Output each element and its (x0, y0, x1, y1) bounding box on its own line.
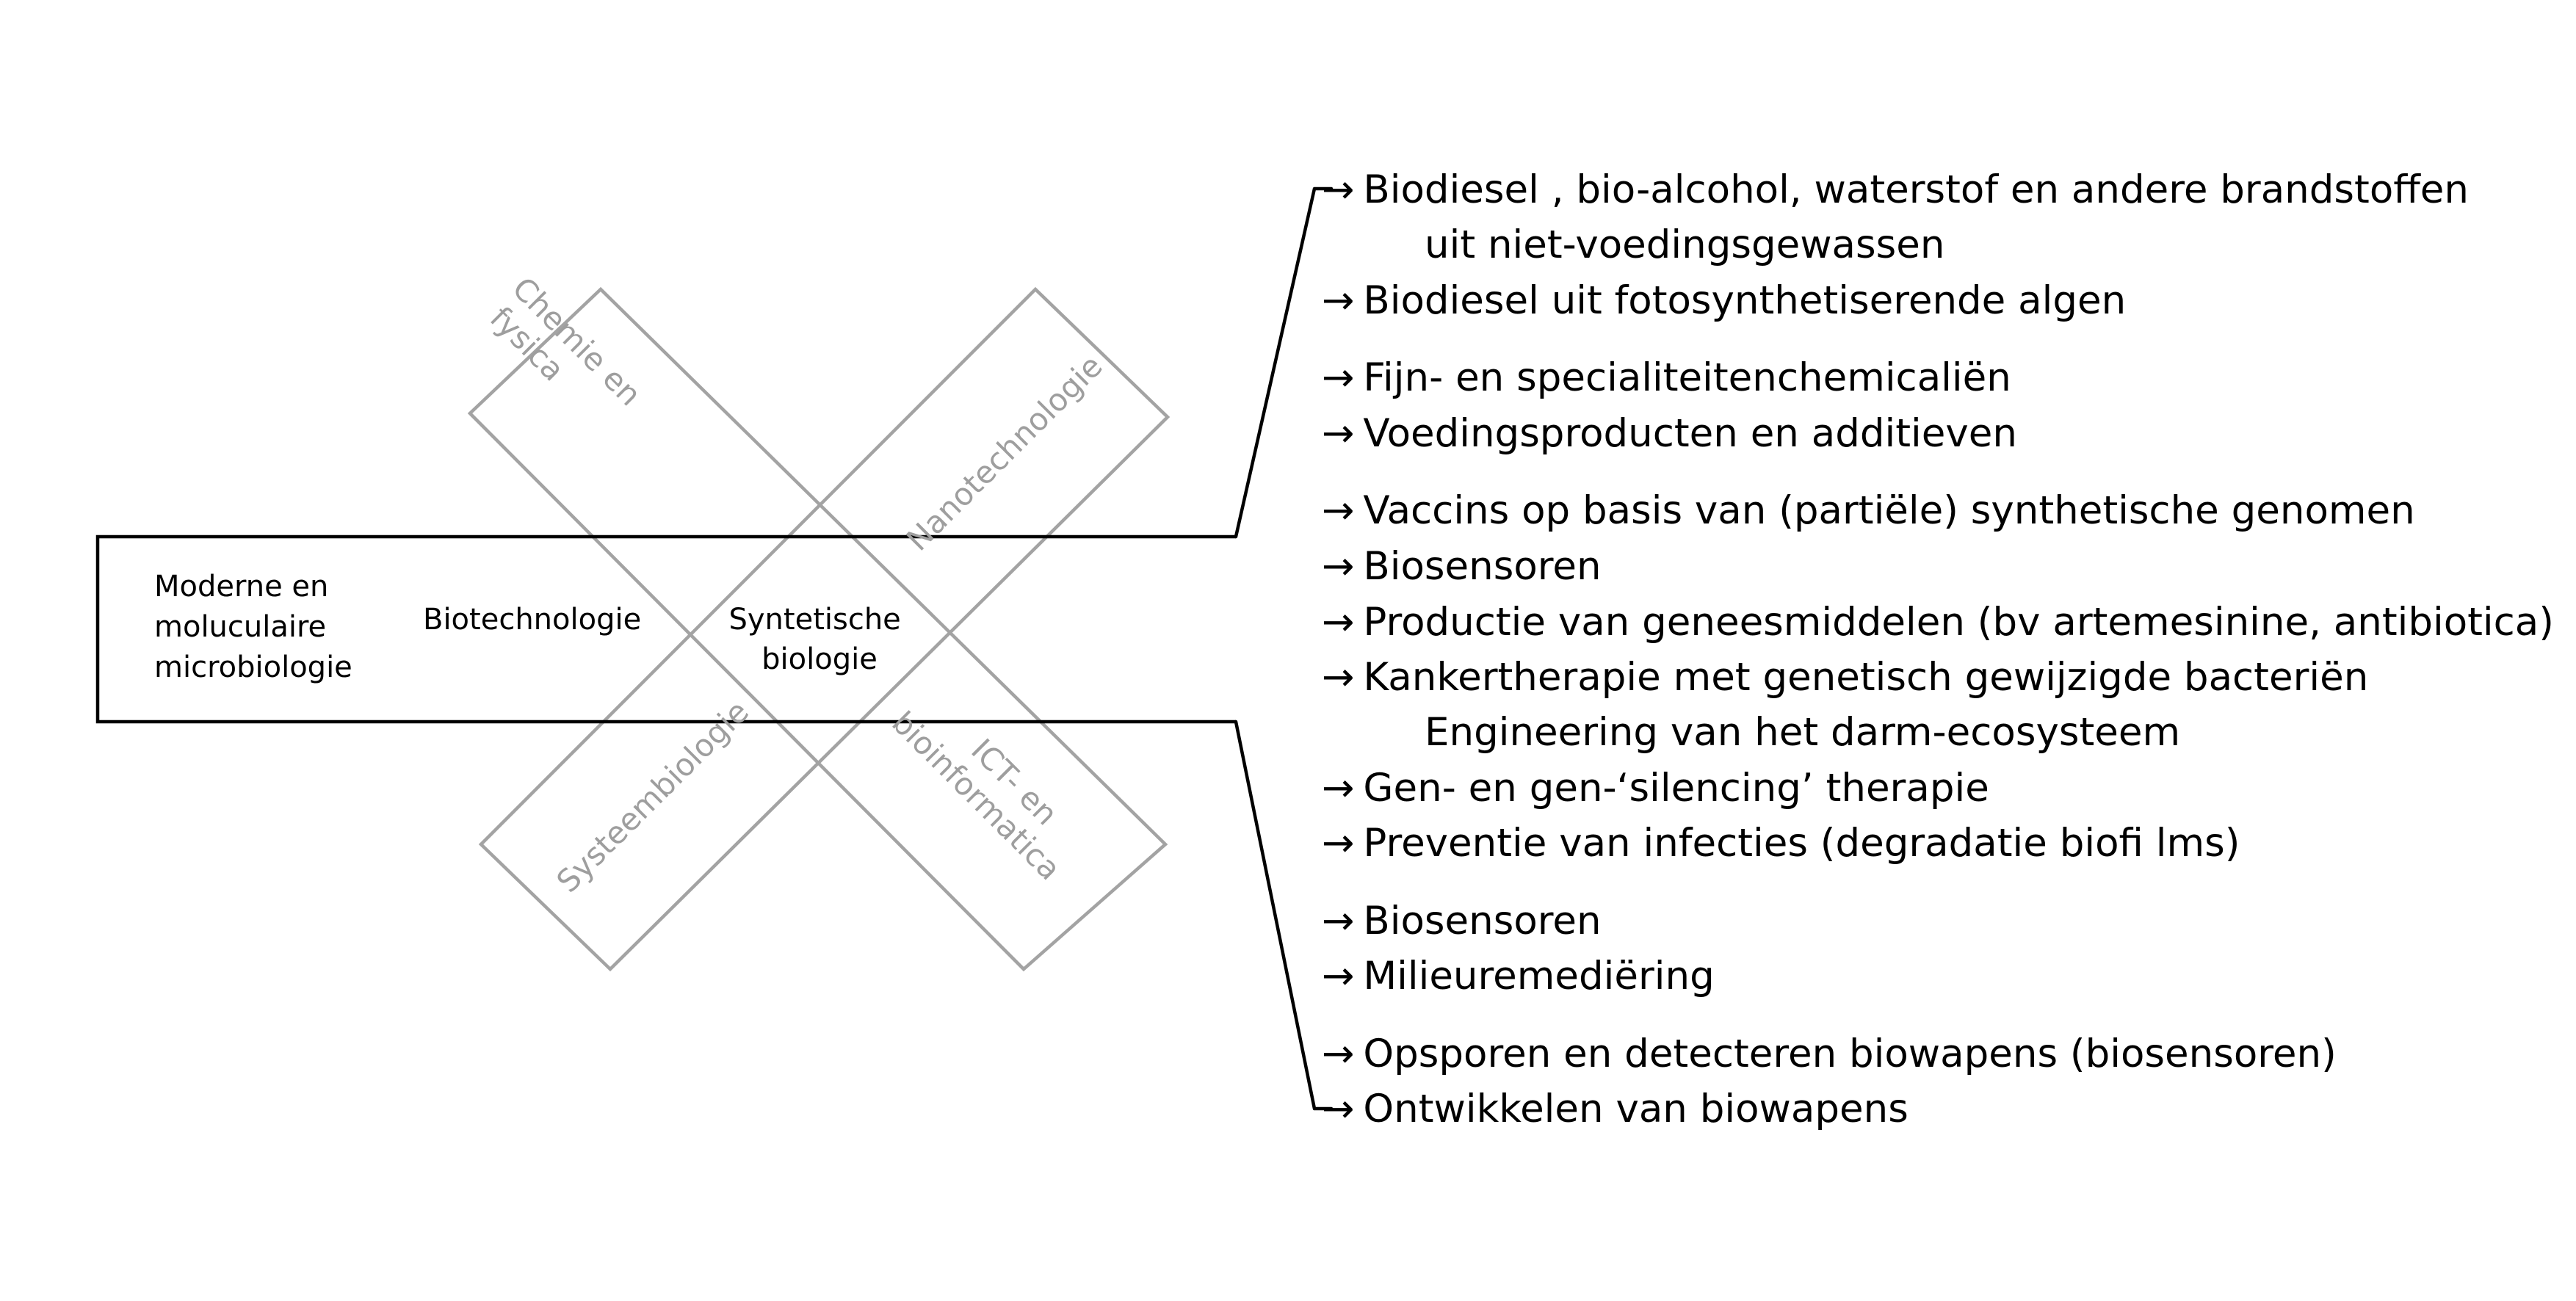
list-item-text: Biodiesel , bio-alcohol, waterstof en an… (1363, 167, 2469, 212)
list-item-text: Preventie van infecties (degradatie biof… (1363, 821, 2240, 866)
list-item-continuation: uit niet-voedingsgewassen (1425, 222, 1944, 267)
list-item: →Biosensoren (1322, 544, 1602, 589)
list-item: →Preventie van infecties (degradatie bio… (1322, 821, 2240, 866)
list-arrow: → (1322, 355, 1354, 400)
list-item: →Gen- en gen-‘silencing’ therapie (1322, 766, 1989, 811)
bar-chemie-en-fysica (467, 286, 1168, 972)
list-item: →Milieuremediëring (1322, 954, 1715, 999)
band-label-synthetische-biologie-line-2: biologie (761, 642, 878, 676)
list-item-text: Opsporen en detecteren biowapens (biosen… (1363, 1032, 2336, 1076)
list-arrow: → (1322, 544, 1354, 589)
svg-text:ICT- en bioinformatica: ICT- en bioinformatica (885, 678, 1093, 887)
list-item: →Fijn- en specialiteitenchemicaliën (1322, 355, 2011, 400)
list-item-text: Voedingsproducten en additieven (1363, 411, 2017, 456)
band-label-microbiologie: Moderne en moluculaire microbiologie (154, 570, 352, 684)
band-label-synthetische-biologie: Syntetische biologie (728, 603, 910, 676)
list-item-text: Biodiesel uit fotosynthetiserende algen (1363, 278, 2126, 323)
list-arrow: → (1322, 655, 1354, 700)
list-arrow: → (1322, 167, 1354, 212)
list-item-text: Productie van geneesmiddelen (bv artemes… (1363, 600, 2554, 645)
list-item-text: Biosensoren (1363, 544, 1601, 589)
band-label-microbiologie-line-2: moluculaire (154, 610, 326, 644)
list-arrow: → (1322, 821, 1354, 866)
label-nanotechnologie: Nanotechnologie (900, 348, 1110, 558)
bracket-lower (1234, 720, 1334, 1111)
list-item: →Kankertherapie met genetisch gewijzigde… (1322, 655, 2368, 700)
list-item: →Opsporen en detecteren biowapens (biose… (1322, 1032, 2337, 1076)
list-item: →Productie van geneesmiddelen (bv arteme… (1322, 600, 2554, 645)
list-item-continuation: Engineering van het darm-ecosysteem (1425, 710, 2180, 755)
list-item-text: Biosensoren (1363, 899, 1601, 943)
bracket-upper (1234, 186, 1334, 539)
list-item: →Ontwikkelen van biowapens (1322, 1087, 1909, 1131)
list-arrow: → (1322, 899, 1354, 943)
band-label-microbiologie-line-1: Moderne en (154, 570, 328, 604)
list-item-text: Kankertherapie met genetisch gewijzigde … (1363, 655, 2368, 700)
list-arrow: → (1322, 1087, 1354, 1131)
bar-nanotechnologie (478, 286, 1171, 972)
list-item-text: Milieuremediëring (1363, 954, 1714, 999)
list-item-text: Vaccins op basis van (partiële) syntheti… (1363, 488, 2414, 533)
label-chemie-en-fysica: Chemie en fysica (480, 270, 655, 446)
band-label-microbiologie-line-3: microbiologie (154, 650, 352, 684)
horizontal-band (95, 534, 1236, 724)
label-ict-en-bioinformatica: ICT- en bioinformatica (885, 678, 1093, 887)
list-arrow: → (1322, 488, 1354, 533)
list-item: →Biodiesel , bio-alcohol, waterstof en a… (1322, 167, 2469, 212)
list-arrow: → (1322, 954, 1354, 999)
label-systeembiologie: Systeembiologie (549, 693, 756, 899)
list-item-text: Fijn- en specialiteitenchemicaliën (1363, 355, 2011, 400)
list-arrow: → (1322, 1032, 1354, 1076)
application-list: →Biodiesel , bio-alcohol, waterstof en a… (1322, 167, 2554, 1131)
list-arrow: → (1322, 278, 1354, 323)
list-item: →Biodiesel uit fotosynthetiserende algen (1322, 278, 2126, 323)
list-item-text: Ontwikkelen van biowapens (1363, 1087, 1908, 1131)
list-item-text: Gen- en gen-‘silencing’ therapie (1363, 766, 1989, 811)
list-item: →Voedingsproducten en additieven (1322, 411, 2017, 456)
band-label-biotechnologie: Biotechnologie (423, 603, 641, 637)
band-label-synthetische-biologie-line-1: Syntetische (728, 603, 900, 637)
list-item: →Vaccins op basis van (partiële) synthet… (1322, 488, 2415, 533)
svg-text:Chemie en fysica: Chemie en fysica (480, 270, 655, 446)
list-arrow: → (1322, 411, 1354, 456)
list-arrow: → (1322, 600, 1354, 645)
list-item: →Biosensoren (1322, 899, 1602, 943)
list-arrow: → (1322, 766, 1354, 811)
